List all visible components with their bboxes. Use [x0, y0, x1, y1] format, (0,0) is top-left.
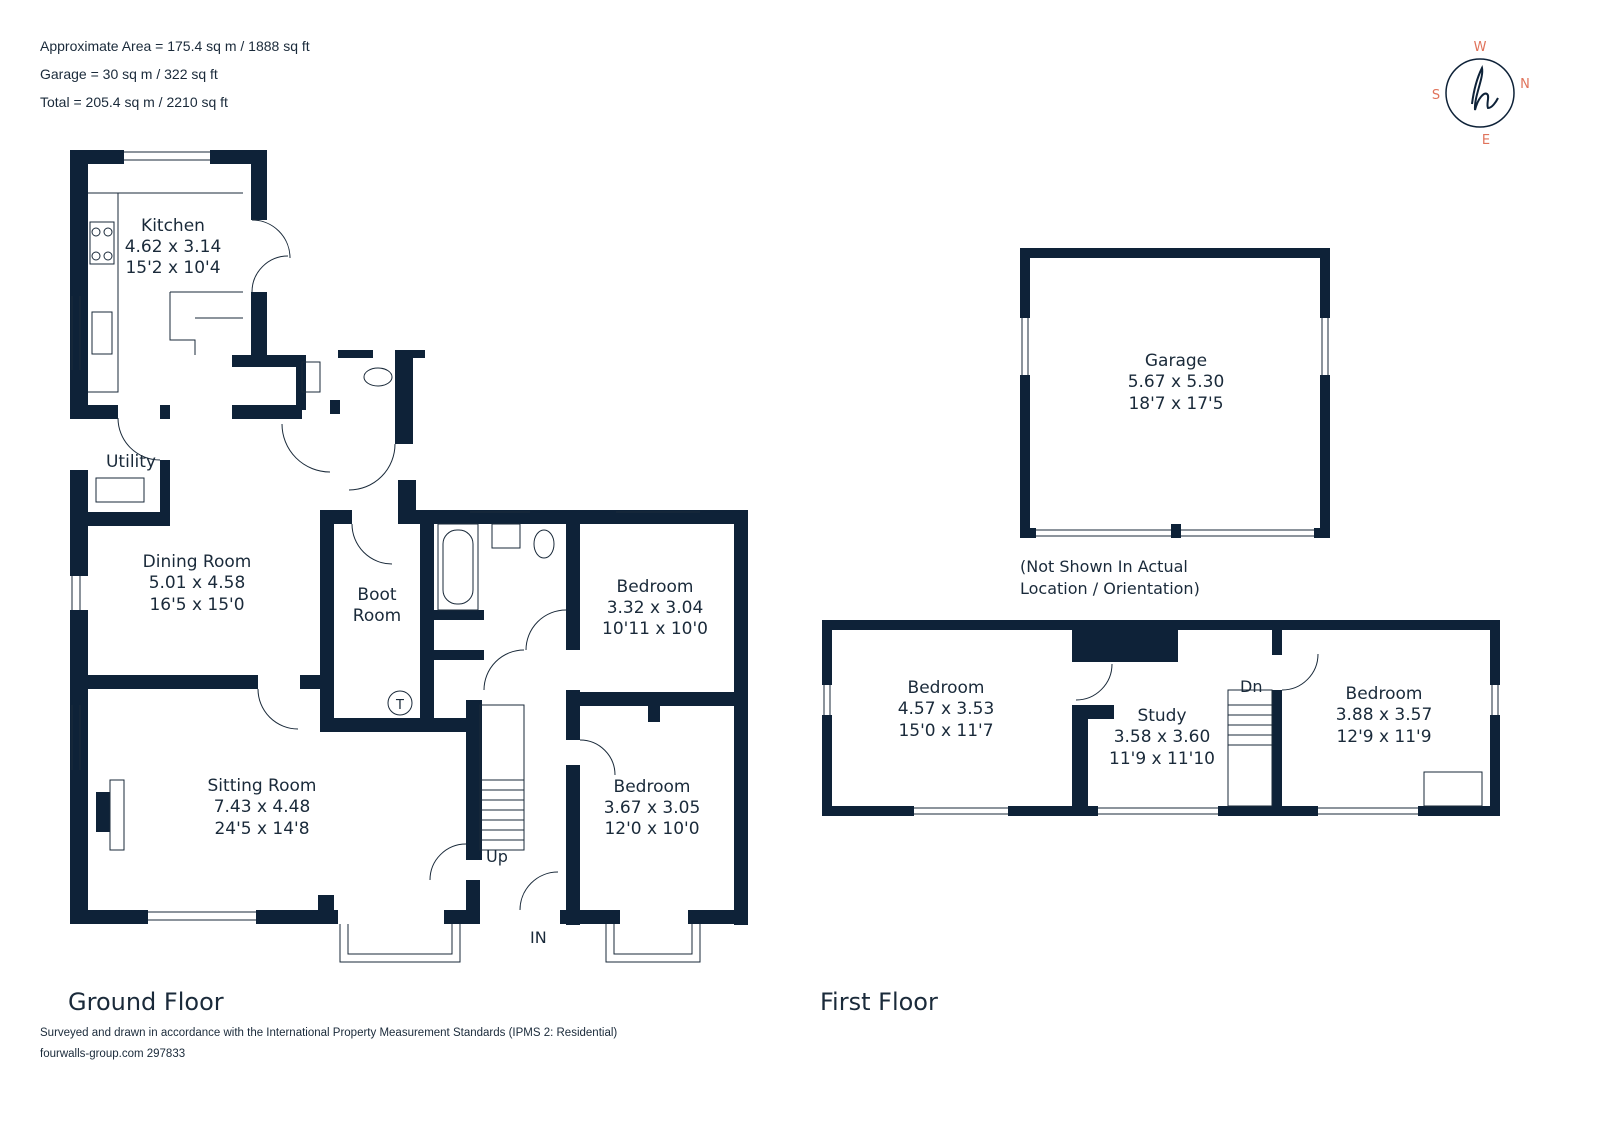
- bedroom3-name: Bedroom: [908, 678, 985, 698]
- garage-note-1: (Not Shown In Actual: [1020, 557, 1188, 576]
- compass-w: W: [1474, 40, 1487, 55]
- bedroom4-imperial: 12'9 x 11'9: [1336, 727, 1431, 747]
- garage-area: Garage = 30 sq m / 322 sq ft: [40, 66, 218, 82]
- first-floor-title: First Floor: [820, 988, 938, 1016]
- stairs-up-label: Up: [486, 847, 508, 866]
- garage-note-2: Location / Orientation): [1020, 579, 1200, 598]
- boot-room-name-2: Room: [353, 606, 401, 626]
- sitting-imperial: 24'5 x 14'8: [214, 819, 309, 839]
- entrance-label: IN: [530, 928, 547, 947]
- dining-metric: 5.01 x 4.58: [149, 573, 246, 593]
- garage-name: Garage: [1145, 351, 1207, 371]
- sitting-metric: 7.43 x 4.48: [214, 797, 311, 817]
- ground-floor-plan: Kitchen 4.62 x 3.14 15'2 x 10'4 Utility …: [70, 150, 748, 963]
- bedroom4-metric: 3.88 x 3.57: [1336, 705, 1433, 725]
- dining-imperial: 16'5 x 15'0: [149, 595, 244, 615]
- study-metric: 3.58 x 3.60: [1114, 727, 1211, 747]
- bedroom2-metric: 3.67 x 3.05: [604, 798, 701, 818]
- garage-metric: 5.67 x 5.30: [1128, 372, 1225, 392]
- bedroom2-imperial: 12'0 x 10'0: [604, 819, 699, 839]
- bedroom4-name: Bedroom: [1346, 684, 1423, 704]
- garage-imperial: 18'7 x 17'5: [1128, 394, 1223, 414]
- boot-room-name-1: Boot: [357, 585, 396, 605]
- survey-note: Surveyed and drawn in accordance with th…: [40, 1027, 618, 1039]
- bedroom2-name: Bedroom: [614, 777, 691, 797]
- compass-s: S: [1432, 88, 1440, 103]
- stairs-down-label: Dn: [1240, 677, 1262, 696]
- compass-icon: W S N E: [1432, 40, 1530, 148]
- study-imperial: 11'9 x 11'10: [1109, 749, 1215, 769]
- garage-plan: Garage 5.67 x 5.30 18'7 x 17'5 (Not Show…: [1020, 248, 1330, 598]
- ground-floor-title: Ground Floor: [68, 988, 224, 1016]
- kitchen-name: Kitchen: [141, 216, 205, 236]
- total-area: Total = 205.4 sq m / 2210 sq ft: [40, 94, 228, 110]
- bedroom1-name: Bedroom: [617, 577, 694, 597]
- sitting-name: Sitting Room: [208, 776, 317, 796]
- approximate-area: Approximate Area = 175.4 sq m / 1888 sq …: [40, 38, 310, 54]
- study-name: Study: [1137, 706, 1186, 726]
- first-floor-plan: Bedroom 4.57 x 3.53 15'0 x 11'7 Study 3.…: [822, 620, 1500, 816]
- dining-name: Dining Room: [143, 552, 252, 572]
- kitchen-metric: 4.62 x 3.14: [125, 237, 222, 257]
- utility-name: Utility: [106, 452, 156, 472]
- tank-label: T: [395, 698, 404, 713]
- bedroom3-imperial: 15'0 x 11'7: [898, 721, 993, 741]
- compass-n: N: [1520, 77, 1530, 92]
- compass-e: E: [1482, 133, 1490, 148]
- bedroom1-imperial: 10'11 x 10'0: [602, 619, 708, 639]
- kitchen-imperial: 15'2 x 10'4: [125, 258, 220, 278]
- logo-h-glyph: [1471, 64, 1499, 111]
- bedroom1-metric: 3.32 x 3.04: [607, 598, 704, 618]
- bedroom3-metric: 4.57 x 3.53: [898, 699, 995, 719]
- reference-code: fourwalls-group.com 297833: [40, 1048, 186, 1060]
